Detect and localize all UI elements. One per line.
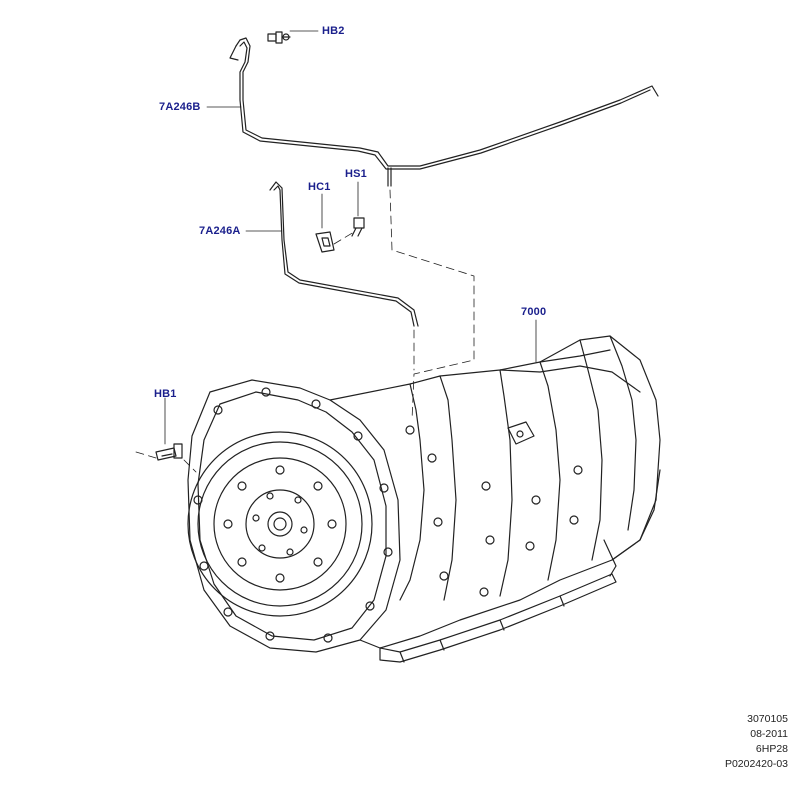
transmission-model: 6HP28: [755, 743, 788, 755]
bolt-hb1[interactable]: [155, 443, 183, 461]
screw-hs1[interactable]: [351, 217, 365, 237]
callout-7a246b[interactable]: 7A246B: [159, 101, 201, 113]
illustration-number: 3070105: [747, 713, 788, 725]
reference-block: 3070105 08-2011 6HP28 P0202420-03: [725, 712, 788, 772]
transmission-assembly-7000[interactable]: [187, 335, 661, 663]
clip-hc1[interactable]: [315, 231, 335, 253]
illustration-date: 08-2011: [750, 728, 788, 740]
cooler-pipe-lower[interactable]: [269, 181, 419, 327]
assembly-guide-lines: [135, 189, 475, 473]
callout-hb2[interactable]: HB2: [322, 25, 345, 37]
callout-7000[interactable]: 7000: [521, 306, 547, 318]
callout-hc1[interactable]: HC1: [308, 181, 331, 193]
callout-hs1[interactable]: HS1: [345, 168, 367, 180]
part-reference: P0202420-03: [724, 758, 788, 770]
bolt-hb2[interactable]: [267, 31, 291, 44]
callout-7a246a[interactable]: 7A246A: [199, 225, 241, 237]
cooler-pipe-upper[interactable]: [229, 37, 659, 187]
leader-lines: [164, 30, 537, 445]
callout-hb1[interactable]: HB1: [154, 388, 177, 400]
